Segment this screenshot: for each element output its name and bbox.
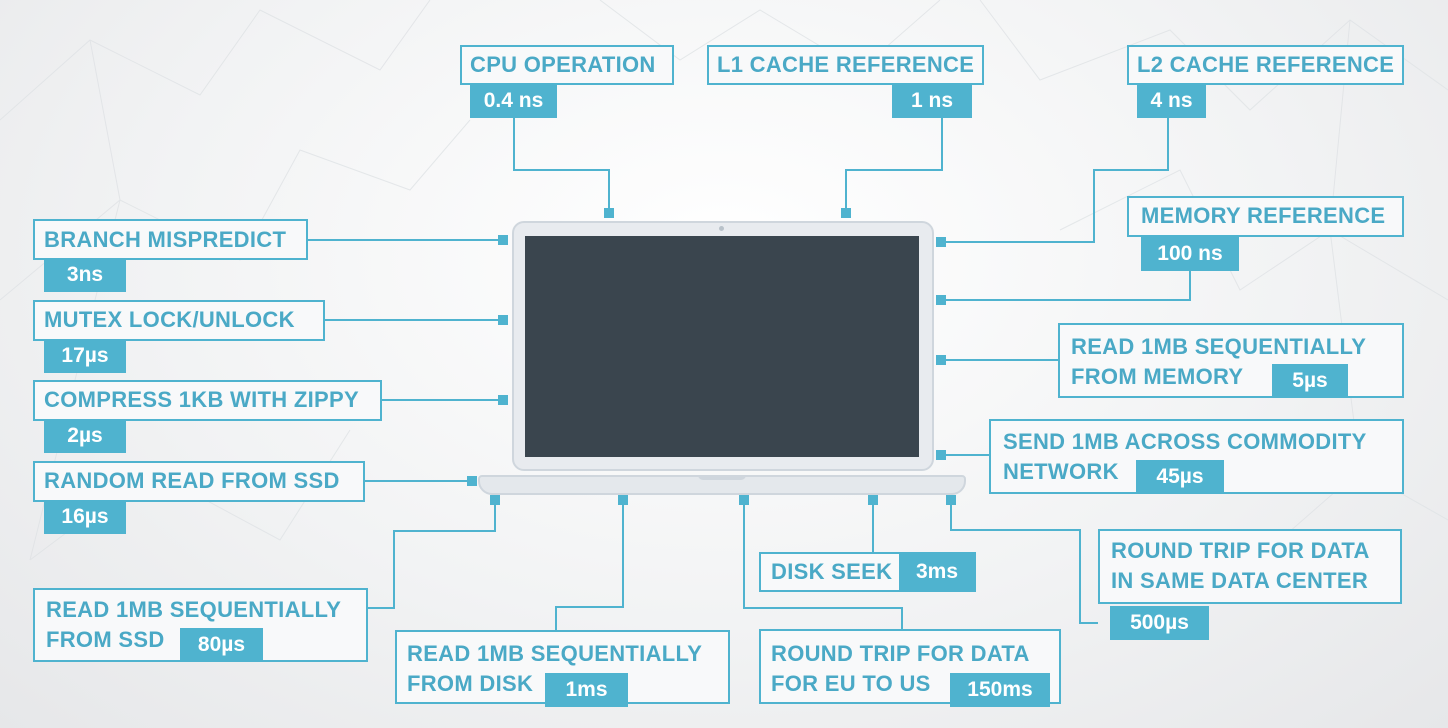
cpu-operation-box [460,45,674,85]
cpu-operation-value: 0.4 ns [470,84,557,118]
connector-dot [936,295,946,305]
l2-cache-label: L2 CACHE REFERENCE [1137,52,1395,77]
random-read-ssd-label: RANDOM READ FROM SSD [44,468,340,493]
connector-round-trip [950,500,1098,624]
compress-zippy-box [33,380,382,421]
round-trip-eu-us-line1: ROUND TRIP FOR DATA [771,641,1030,666]
read-disk-seq-line2: FROM DISK [407,671,534,696]
send-network-line1: SEND 1MB ACROSS COMMODITY [1003,429,1367,454]
read-memory-line2: FROM MEMORY [1071,364,1244,389]
read-memory-line1: READ 1MB SEQUENTIALLY [1071,334,1367,359]
connector-dot [490,495,500,505]
compress-zippy-value: 2µs [44,419,126,453]
random-read-ssd-value: 16µs [44,500,126,534]
connector-dot [739,495,749,505]
connector-memory [940,270,1191,301]
l1-cache-label: L1 CACHE REFERENCE [717,52,975,77]
connector-dot [936,450,946,460]
read-memory-value: 5µs [1272,364,1348,398]
connector-dot [604,208,614,218]
laptop-notch [698,475,746,480]
mutex-lock-value: 17µs [44,339,126,373]
connector-dot [618,495,628,505]
round-trip-dc-line2: IN SAME DATA CENTER [1111,568,1369,593]
connector-l2 [940,118,1169,243]
l2-cache-value: 4 ns [1137,84,1206,118]
read-ssd-seq-line2: FROM SSD [46,627,165,652]
connector-dot [868,495,878,505]
round-trip-dc-line1: ROUND TRIP FOR DATA [1111,538,1370,563]
disk-seek-value: 3ms [899,554,975,590]
connector-ssd-seq [368,500,496,609]
connector-dot [467,476,477,486]
connector-disk-seq [555,500,624,630]
random-read-ssd-box [33,461,365,502]
l1-cache-box [707,45,984,85]
connector-dot [946,495,956,505]
connector-dot [498,395,508,405]
memory-reference-label: MEMORY REFERENCE [1141,203,1386,228]
laptop-screen [525,236,919,457]
read-ssd-seq-value: 80µs [180,628,263,662]
connector-dot [936,237,946,247]
connector-dot [498,235,508,245]
connector-eu-us [743,500,903,629]
l1-cache-value: 1 ns [892,84,972,118]
disk-seek-label: DISK SEEK [771,559,893,584]
memory-reference-box [1127,196,1404,237]
branch-mispredict-box [33,219,308,260]
send-network-value: 45µs [1136,460,1224,494]
branch-mispredict-value: 3ns [44,258,126,292]
connector-l1 [845,118,943,214]
connector-dot [841,208,851,218]
laptop-camera [719,226,724,231]
branch-mispredict-label: BRANCH MISPREDICT [44,227,287,252]
read-disk-seq-line1: READ 1MB SEQUENTIALLY [407,641,703,666]
memory-reference-value: 100 ns [1141,237,1239,271]
l2-cache-box [1127,45,1404,85]
compress-zippy-label: COMPRESS 1KB WITH ZIPPY [44,387,359,412]
mutex-lock-box [33,300,325,341]
connector-dot [498,315,508,325]
connector-dot [936,355,946,365]
send-network-line2: NETWORK [1003,459,1119,484]
round-trip-dc-value: 500µs [1110,606,1209,640]
read-ssd-seq-line1: READ 1MB SEQUENTIALLY [46,597,342,622]
cpu-operation-label: CPU OPERATION [470,52,656,77]
mutex-lock-label: MUTEX LOCK/UNLOCK [44,307,295,332]
connector-cpu [513,118,610,214]
read-disk-seq-value: 1ms [545,673,628,707]
round-trip-dc-box [1098,529,1402,604]
round-trip-eu-us-value: 150ms [950,673,1050,707]
round-trip-eu-us-line2: FOR EU TO US [771,671,931,696]
